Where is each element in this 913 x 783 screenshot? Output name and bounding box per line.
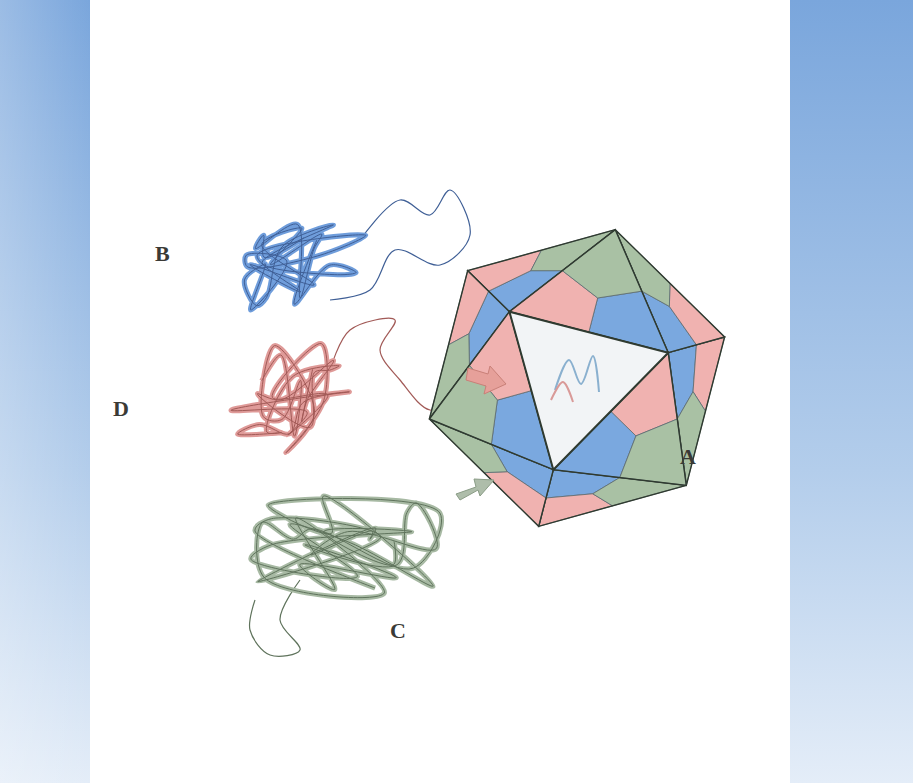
asymmetric-unit-face xyxy=(509,312,668,470)
capsid-subunit xyxy=(669,283,724,345)
pointer-arrow xyxy=(466,366,506,394)
strand-outline xyxy=(244,224,366,310)
mini-ribbon xyxy=(555,356,599,392)
side-band xyxy=(790,0,913,783)
side-band xyxy=(0,0,90,783)
mini-ribbon xyxy=(551,382,573,402)
beta-strand xyxy=(251,496,442,598)
strand-outline xyxy=(251,496,442,598)
part-letter: B xyxy=(155,243,170,265)
pointer-arrow xyxy=(456,479,494,500)
side-band-shade xyxy=(0,0,90,783)
capsid-subunit xyxy=(620,419,686,485)
beta-strand xyxy=(231,343,349,452)
beta-strand xyxy=(244,224,366,310)
strand-outline xyxy=(231,343,349,452)
part-letter: C xyxy=(390,620,406,642)
part-letter: D xyxy=(113,398,129,420)
part-letter: A xyxy=(680,446,696,468)
